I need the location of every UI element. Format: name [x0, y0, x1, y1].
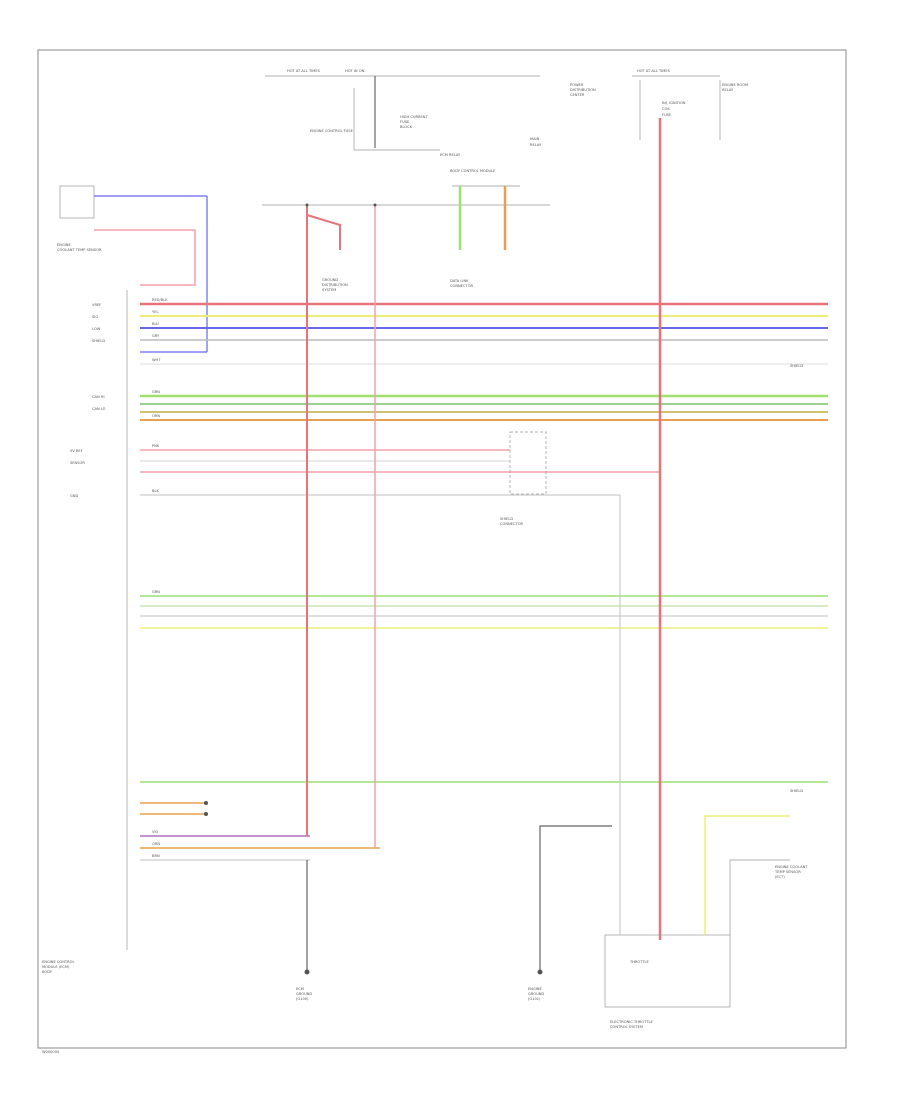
pin-label: VREF [92, 303, 101, 307]
throttle-body-box [604, 934, 731, 1008]
ecm-relay-label: ECM RELAY [440, 153, 461, 157]
top-right-label-2: ENGINE ROOM [722, 83, 748, 87]
splice-dot [204, 812, 208, 816]
wire-label: BLK [152, 489, 159, 493]
right-fuse-label-2: COIL [662, 107, 670, 111]
wire-label: GRN [152, 590, 160, 594]
wire-label: VIO [152, 830, 159, 834]
fuse-box-outline [353, 88, 400, 151]
ground-symbol [537, 969, 543, 975]
module-label-1: ENGINE CONTROL [42, 960, 74, 964]
side-right-label-1: SHIELD [790, 364, 803, 368]
module-label-3: BODY [42, 970, 53, 974]
pin-label: SENSOR [70, 461, 85, 465]
ground-label-3: (G100) [296, 997, 309, 1001]
footer-code: W000000 [42, 1050, 60, 1054]
splice-dot [305, 203, 309, 207]
fuse-mid-label-1: HIGH CURRENT [400, 115, 428, 119]
top-right-label-3: RELAY [722, 88, 734, 92]
fuse-left-label: ENGINE CONTROL FUSE [310, 129, 354, 133]
right-fuse-label-1: INJ, IGNITION [662, 101, 686, 105]
ground-dist-label-1: GROUND [322, 278, 338, 282]
dlc-label-1: DATA LINK [450, 279, 469, 283]
diagram-frame [37, 49, 847, 1049]
ect-pink-wire [94, 229, 196, 286]
ground-dist-label-3: SYSTEM [322, 288, 336, 292]
pin-label: CAN HI [92, 395, 105, 399]
wire-label: YEL [152, 310, 158, 314]
shield-label-2: CONNECTOR [500, 522, 524, 526]
shield-label-1: SHIELD [500, 517, 513, 521]
dlc-label-2: CONNECTOR [450, 284, 474, 288]
top-mid-label-1: POWER [570, 83, 584, 87]
ground-label-4: ENGINE [528, 987, 542, 991]
ground-dist-wire [306, 205, 341, 250]
ect-label-2: COOLANT TEMP SENSOR [57, 248, 102, 252]
side-right-label-2: SHIELD [790, 789, 803, 793]
wire-label: BRN [152, 854, 160, 858]
pin-label: SHIELD [92, 339, 105, 343]
shared-box-label: BODY CONTROL MODULE [450, 169, 496, 173]
bottom-label-1: ELECTRONIC THROTTLE [610, 1020, 654, 1024]
ground-right-drop [539, 825, 612, 970]
fuse-mid-label-3: BLOCK [400, 125, 413, 129]
shield-connector [509, 431, 547, 495]
sensor-right-label-2: TEMP SENSOR [774, 870, 801, 874]
ecm-relay-right-2: RELAY [530, 143, 542, 147]
top-mid-label-2: DISTRIBUTION [570, 88, 596, 92]
top-label-2: HOT IN ON [345, 69, 365, 73]
module-label-2: MODULE (ECM) [42, 965, 70, 969]
pin-label: CAN LO [92, 407, 106, 411]
ground-symbol [304, 969, 310, 975]
sensor-right-label-3: (ECT) [775, 875, 785, 879]
wire-label: ORN [152, 414, 160, 418]
splice-dot [204, 801, 208, 805]
ckp-wire-yellow [704, 815, 790, 935]
ground-label-1: ECM [296, 987, 304, 991]
wire-label: BLU [152, 322, 159, 326]
pin-label: GND [70, 494, 78, 498]
ground-label-5: GROUND [528, 992, 544, 996]
pin-label: SIG [92, 315, 98, 319]
sensor-right-label-1: ENGINE COOLANT [775, 865, 808, 869]
wire-label: GRY [152, 334, 160, 338]
ckp-wire-gray [729, 859, 790, 935]
throttle-label-1: THROTTLE [629, 960, 650, 964]
pin-label: LOW [92, 327, 101, 331]
wire-label: GRN [152, 390, 160, 394]
bottom-label-2: CONTROL SYSTEM [610, 1025, 643, 1029]
wire-label: PNK [152, 444, 160, 448]
top-right-label-1: HOT AT ALL TIMES [637, 69, 671, 73]
ground-label-6: (G101) [528, 997, 541, 1001]
top-label-1: HOT AT ALL TIMES [287, 69, 321, 73]
ect-label-1: ENGINE [57, 243, 71, 247]
splice-dot [373, 203, 377, 207]
wire-label: WHT [152, 358, 161, 362]
right-fuse-box [639, 80, 721, 140]
fuse-mid-label-2: FUSE [400, 120, 410, 124]
ground-label-2: GROUND [296, 992, 312, 996]
ecm-relay-right-1: MAIN [530, 137, 540, 141]
wire-label: RED/BLK [152, 298, 168, 302]
wire-label: ORN [152, 842, 160, 846]
ect-connector-box [59, 185, 95, 219]
pin-label: 5V REF [70, 449, 83, 453]
ground-dist-label-2: DISTRIBUTION [322, 283, 348, 287]
right-fuse-label-3: FUSE [662, 113, 672, 117]
top-mid-label-3: CENTER [570, 93, 585, 97]
